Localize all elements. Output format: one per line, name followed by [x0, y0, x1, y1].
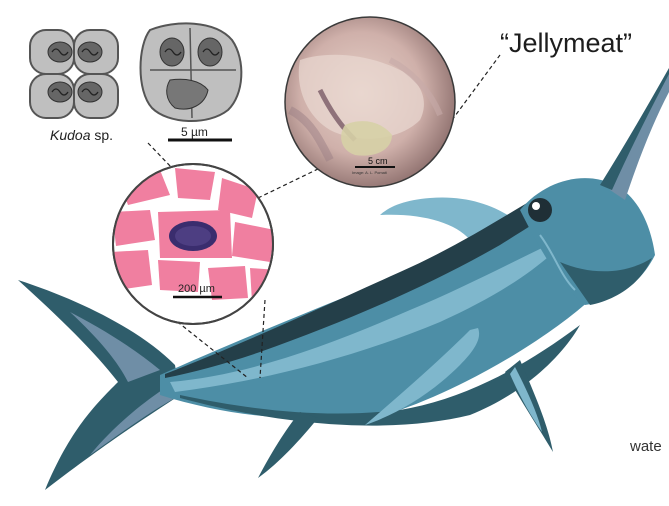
scale-label-spore: 5 µm	[181, 125, 208, 139]
connector-photo-to-label	[452, 55, 500, 120]
kudoa-spore-apical-view	[30, 30, 118, 118]
muscle-tissue-micrograph	[110, 164, 278, 324]
fish-bill	[610, 72, 669, 200]
scale-label-tissue: 200 µm	[178, 283, 215, 295]
fish-eye	[528, 198, 552, 222]
kudoa-species-label: Kudoa sp.	[50, 127, 113, 143]
photo-credit: Image: A. L. Pomati	[352, 170, 387, 175]
connector-spore-to-tissue	[148, 143, 172, 168]
kudoa-suffix: sp.	[90, 127, 113, 143]
connector-tissue-to-photo	[258, 168, 320, 198]
scale-label-photo: 5 cm	[368, 156, 388, 166]
kudoa-genus: Kudoa	[50, 127, 90, 143]
water-label-partial: wate	[630, 438, 662, 455]
jellymeat-label: “Jellymeat”	[500, 28, 632, 59]
anal-fin	[258, 412, 318, 478]
fish-eye-highlight	[532, 202, 540, 210]
kudoa-spore-side-view	[141, 23, 242, 121]
